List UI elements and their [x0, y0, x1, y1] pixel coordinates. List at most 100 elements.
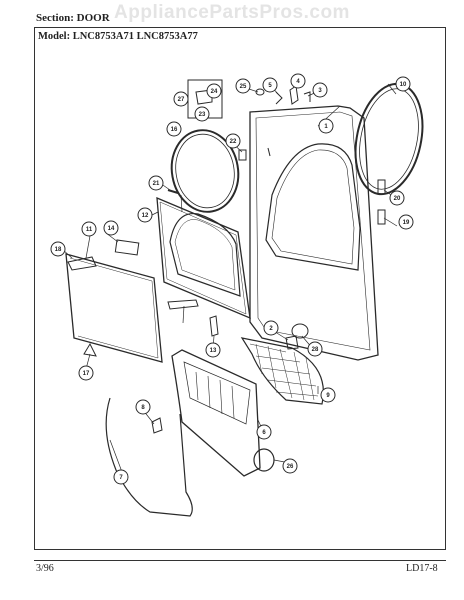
callout-circle — [78, 365, 94, 381]
callout-label: 12 — [142, 213, 149, 219]
callout-circle — [135, 399, 151, 415]
callout-8: 8 — [135, 399, 151, 415]
door-bumper — [238, 149, 247, 161]
callout-18: 18 — [50, 241, 66, 257]
footer-date: 3/96 — [36, 563, 54, 574]
callout-24: 24 — [206, 83, 222, 99]
callout-label: 14 — [108, 226, 115, 232]
callout-circle — [318, 118, 334, 134]
callout-label: 17 — [83, 371, 90, 377]
callout-circle — [307, 341, 323, 357]
callout-label: 11 — [86, 227, 93, 233]
callout-label: 25 — [240, 84, 247, 90]
callout-circle — [166, 121, 182, 137]
footer-divider — [34, 560, 446, 561]
door-gasket-ring — [170, 129, 240, 213]
callout-circle — [395, 76, 411, 92]
callout-27: 27 — [173, 91, 189, 107]
callout-label: 10 — [400, 82, 407, 88]
callout-label: 1 — [324, 124, 328, 130]
callout-28: 28 — [307, 341, 323, 357]
callout-label: 20 — [394, 196, 401, 202]
watermark: AppliancePartsPros.com — [114, 2, 350, 23]
latch-screw — [255, 88, 265, 96]
callout-circle — [262, 77, 278, 93]
lint-screen — [240, 337, 324, 405]
callout-label: 28 — [312, 347, 319, 353]
callout-6: 6 — [256, 424, 272, 440]
callout-19: 19 — [398, 214, 414, 230]
inner-door-frame — [156, 196, 251, 320]
door-seal-ring — [354, 82, 424, 196]
callout-circle — [235, 78, 251, 94]
callout-circle — [148, 175, 164, 191]
door-trim-strip — [167, 299, 199, 310]
callout-label: 5 — [268, 83, 272, 89]
footer-code: LD17-8 — [406, 563, 438, 574]
strike-plate — [289, 85, 299, 105]
callout-circle — [225, 133, 241, 149]
callout-25: 25 — [235, 78, 251, 94]
callout-4: 4 — [290, 73, 306, 89]
callout-circle — [206, 83, 222, 99]
callout-circle — [312, 82, 328, 98]
callout-13: 13 — [205, 342, 221, 358]
callout-circle — [398, 214, 414, 230]
callout-circle — [389, 190, 405, 206]
grommet — [291, 323, 309, 339]
callout-9: 9 — [320, 387, 336, 403]
door-wire-rod — [105, 397, 193, 517]
callout-circle — [103, 220, 119, 236]
front-panel — [249, 105, 379, 361]
callout-circle — [81, 221, 97, 237]
section-title: Section: DOOR — [36, 12, 110, 24]
callout-circle — [290, 73, 306, 89]
callout-label: 18 — [55, 247, 62, 253]
callout-label: 24 — [211, 89, 218, 95]
callout-label: 3 — [318, 88, 322, 94]
callout-1: 1 — [318, 118, 334, 134]
callout-2: 2 — [263, 320, 279, 336]
callout-26: 26 — [282, 458, 298, 474]
screw — [167, 189, 179, 194]
callout-12: 12 — [137, 207, 153, 223]
diagram-frame — [34, 27, 446, 550]
callout-circle — [205, 342, 221, 358]
callout-label: 27 — [178, 97, 185, 103]
callout-circle — [50, 241, 66, 257]
callout-label: 4 — [296, 79, 300, 85]
callout-3: 3 — [312, 82, 328, 98]
callout-23: 23 — [194, 106, 210, 122]
callout-label: 23 — [199, 112, 206, 118]
callout-label: 22 — [230, 139, 237, 145]
strike-clip — [275, 91, 283, 105]
hinge-bracket — [209, 315, 219, 337]
callout-22: 22 — [225, 133, 241, 149]
callout-circle — [263, 320, 279, 336]
callout-label: 19 — [403, 220, 410, 226]
callout-17: 17 — [78, 365, 94, 381]
callout-circle — [194, 106, 210, 122]
callout-14: 14 — [103, 220, 119, 236]
callout-label: 2 — [269, 326, 273, 332]
callout-circle — [113, 469, 129, 485]
door-stop — [285, 335, 299, 350]
door-label-plate — [114, 239, 140, 256]
hinge-clip — [151, 417, 163, 434]
model-label: Model: LNC8753A71 LNC8753A77 — [38, 31, 198, 42]
callout-label: 6 — [262, 430, 266, 436]
callout-7: 7 — [113, 469, 129, 485]
callout-21: 21 — [148, 175, 164, 191]
callout-16: 16 — [166, 121, 182, 137]
callout-label: 21 — [153, 181, 160, 187]
callout-circle — [282, 458, 298, 474]
hinge-lower — [377, 209, 386, 225]
callout-20: 20 — [389, 190, 405, 206]
callout-label: 7 — [119, 475, 123, 481]
callout-circle — [320, 387, 336, 403]
callout-label: 16 — [171, 127, 178, 133]
callout-10: 10 — [395, 76, 411, 92]
callout-label: 13 — [210, 348, 217, 354]
lint-duct-housing — [171, 349, 261, 477]
